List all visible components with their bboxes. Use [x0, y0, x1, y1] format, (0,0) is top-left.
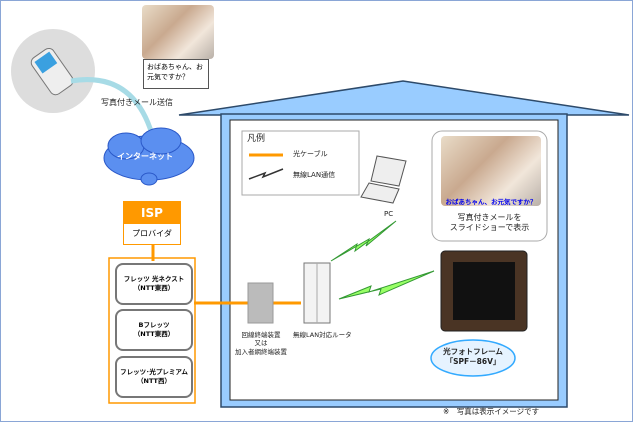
legend-title: 凡例 — [247, 134, 266, 144]
mail-send-label: 写真付きメール送信 — [101, 98, 173, 107]
legend-wireless-label: 無線LAN通信 — [293, 171, 336, 179]
laptop-icon — [360, 155, 407, 204]
footnote: ※ 写真は表示イメージです — [443, 407, 540, 416]
mail-send-arrow — [70, 77, 154, 132]
phone-speech-bubble: おばあちゃん、お 元気ですか？ — [143, 59, 209, 89]
service-flets-hikari-premium: フレッツ･光プレミアム（NTT西） — [115, 356, 193, 398]
service-b-flets: Bフレッツ（NTT東西） — [115, 309, 193, 351]
baby-photo-small — [142, 5, 214, 59]
service-flets-hikari-next: フレッツ 光ネクスト（NTT東西） — [115, 263, 193, 305]
router-icon — [303, 262, 331, 324]
onu-device — [247, 282, 274, 324]
pc-label: PC — [384, 210, 394, 218]
legend-box — [241, 130, 360, 196]
internet-label: インターネット — [117, 152, 173, 161]
wireless-signal-pc — [330, 220, 397, 262]
legend-fiber-label: 光ケーブル — [293, 150, 328, 158]
wireless-icon — [248, 168, 284, 180]
house-roof — [178, 80, 630, 116]
photo-caption: おばあちゃん、お元気ですか？ — [445, 198, 537, 206]
onu-label: 回線終端装置 又は 加入者網終端装置 — [235, 331, 287, 356]
mobile-phone-icon — [30, 47, 74, 96]
baby-photo-large — [441, 136, 541, 206]
product-label-ellipse — [430, 339, 516, 377]
service-group-box — [108, 257, 196, 404]
internet-cloud-icon — [103, 127, 195, 186]
isp-box: ISP プロバイダ — [123, 201, 181, 245]
frame-bubble-text: 写真付きメールを スライドショーで表示 — [449, 213, 530, 233]
wireless-signal-frame — [338, 270, 435, 300]
product-label: 光フォトフレーム 「SPF－86V」 — [443, 347, 503, 366]
router-label: 無線LAN対応ルータ — [293, 331, 352, 339]
